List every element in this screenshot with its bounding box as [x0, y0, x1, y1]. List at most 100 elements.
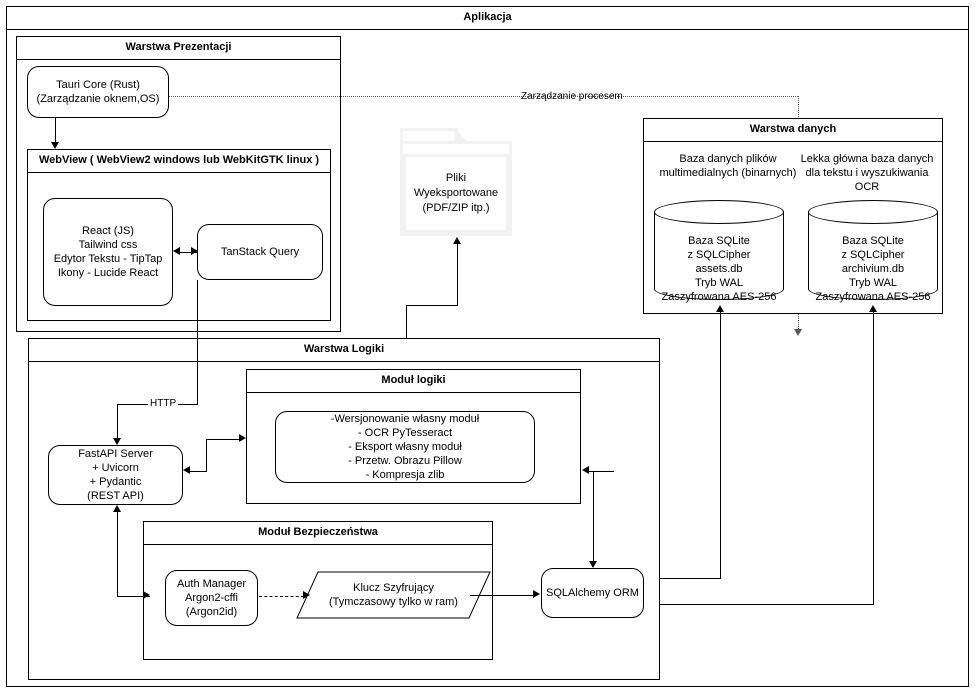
edge-react-tanstack-arrow-left: [173, 247, 180, 255]
edge-process-management-arrow: [794, 329, 802, 336]
node-tauri-core-line1: Tauri Core (Rust): [56, 79, 140, 91]
node-logic-l3: - Eksport własny moduł: [348, 441, 462, 453]
db-archive-l3: archivium.db: [841, 263, 905, 275]
edge-module-orm-arrow-left: [582, 466, 589, 474]
node-klucz-l1: Klucz Szyfrujący: [353, 582, 434, 594]
edge-fastapi-module-h-bot: [190, 471, 207, 472]
node-tanstack-query-label: TanStack Query: [220, 246, 300, 258]
node-logic-l4: - Przetw. Obrazu Pillow: [348, 455, 462, 467]
container-warstwa-prezentacji-title: Warstwa Prezentacji: [17, 37, 340, 60]
node-tauri-core[interactable]: Tauri Core (Rust) (Zarządzanie oknem,OS): [27, 66, 169, 118]
node-sqlalchemy-orm-label: SQLAlchemy ORM: [546, 587, 639, 599]
edge-security-to-fastapi-arrow: [113, 505, 121, 512]
container-warstwa-danych-title: Warstwa danych: [644, 119, 942, 142]
container-modul-logiki-title: Moduł logiki: [247, 370, 580, 393]
edge-orm-to-archive-arrow: [869, 305, 877, 312]
edge-orm-to-assets-v: [720, 312, 721, 578]
db-assets-l3: assets.db: [695, 263, 743, 275]
db-archive-l5: Zaszyfrowana AES-256: [815, 291, 931, 303]
db-archive-l2: z SQLCipher: [841, 249, 905, 261]
node-auth-l1: Auth Manager: [176, 578, 247, 590]
node-pliki-line1: Pliki: [445, 172, 467, 184]
edge-react-tanstack-arrow-right: [191, 247, 198, 255]
caption-db-assets-line1: Baza danych plików: [679, 153, 777, 165]
node-logic-l1: -Wersjonowanie własny moduł: [330, 413, 480, 425]
db-assets-l2: z SQLCipher: [687, 249, 751, 261]
node-tauri-core-line2: (Zarządzanie oknem,OS): [36, 93, 160, 105]
node-pliki-line3: (PDF/ZIP itp.): [422, 202, 490, 214]
db-archive-l1: Baza SQLite: [842, 235, 904, 247]
node-fastapi-l3: + Pydantic: [89, 476, 142, 488]
edge-label-http: HTTP: [148, 398, 179, 409]
cylinder-top-icon: [654, 200, 784, 224]
caption-db-assets: Baza danych plików multimedialnych (bina…: [653, 152, 803, 180]
cylinder-top-icon: [808, 200, 938, 224]
edge-auth-to-key-line: [259, 596, 304, 597]
container-webview-title: WebView ( WebView2 windows lub WebKitGTK…: [28, 150, 330, 173]
edge-security-to-fastapi-v: [117, 512, 118, 596]
node-fastapi-server[interactable]: FastAPI Server + Uvicorn + Pydantic (RES…: [48, 445, 183, 505]
edge-module-orm-arrow-down: [589, 561, 597, 568]
node-auth-l3: (Argon2id): [185, 606, 238, 618]
edge-export-seg-v2: [457, 244, 458, 306]
edge-http-seg-v1: [197, 280, 198, 404]
edge-orm-to-archive-h: [644, 604, 874, 605]
node-react-line4: Ikony - Lucide React: [57, 267, 159, 279]
edge-to-security-arrow: [143, 591, 150, 599]
node-logic-l5: - Kompresja zlib: [365, 469, 445, 481]
edge-key-to-orm-line: [470, 595, 534, 596]
edge-key-to-orm-arrow: [533, 590, 540, 598]
edge-fastapi-module-v: [206, 439, 207, 471]
edge-fastapi-module-arrow-left: [183, 466, 190, 474]
edge-orm-to-assets-arrow: [716, 305, 724, 312]
edge-label-process-management: Zarządzanie procesem: [521, 91, 623, 102]
edge-module-orm-h: [589, 471, 614, 472]
parallelogram-shape-icon: [296, 571, 491, 619]
caption-db-assets-line2: multimedialnych (binarnych): [659, 167, 797, 179]
edge-tauri-to-webview-line: [55, 118, 56, 142]
db-assets-l4: Tryb WAL: [694, 277, 744, 289]
edge-http-arrow: [113, 438, 121, 445]
node-klucz-szyfrujacy[interactable]: Klucz Szyfrujący (Tymczasowy tylko w ram…: [296, 571, 491, 619]
edge-orm-to-archive-v: [873, 312, 874, 604]
node-database-assets[interactable]: Baza SQLite z SQLCipher assets.db Tryb W…: [654, 200, 784, 303]
edge-module-orm-v: [593, 471, 594, 561]
caption-db-archive-line1: Lekka główna baza danych: [800, 153, 934, 165]
node-logic-l2: - OCR PyTesseract: [357, 427, 453, 439]
edge-export-seg-v1: [406, 305, 407, 343]
edge-security-to-fastapi-h: [117, 596, 150, 597]
edge-fastapi-module-arrow-right: [239, 434, 246, 442]
node-database-archive-text: Baza SQLite z SQLCipher archivium.db Try…: [808, 234, 938, 304]
node-pliki-line2: Wyeksportowane: [413, 187, 499, 199]
db-assets-l5: Zaszyfrowana AES-256: [661, 291, 777, 303]
edge-orm-to-assets-h: [644, 578, 721, 579]
node-fastapi-l1: FastAPI Server: [78, 448, 153, 460]
node-react-line1: React (JS): [82, 225, 134, 237]
node-database-assets-text: Baza SQLite z SQLCipher assets.db Tryb W…: [654, 234, 784, 304]
edge-process-management-h: [169, 96, 798, 97]
db-archive-l4: Tryb WAL: [848, 277, 898, 289]
edge-auth-to-key-arrow: [303, 591, 310, 599]
node-auth-l2: Argon2-cffi: [185, 592, 238, 604]
node-klucz-l2: (Tymczasowy tylko w ram): [329, 596, 458, 608]
node-auth-manager[interactable]: Auth Manager Argon2-cffi (Argon2id): [165, 570, 258, 626]
container-aplikacja-title: Aplikacja: [7, 7, 968, 30]
edge-react-tanstack-line: [180, 252, 198, 253]
node-database-archive[interactable]: Baza SQLite z SQLCipher archivium.db Try…: [808, 200, 938, 303]
edge-export-seg-h: [406, 305, 458, 306]
node-sqlalchemy-orm[interactable]: SQLAlchemy ORM: [541, 568, 644, 618]
node-react-frontend[interactable]: React (JS) Tailwind css Edytor Tekstu - …: [43, 198, 173, 306]
container-warstwa-logiki-title: Warstwa Logiki: [29, 339, 659, 362]
edge-fastapi-module-h-top: [206, 439, 239, 440]
caption-db-archive-line2: dla tekstu i wyszukiwania: [805, 167, 929, 179]
edge-http-seg-v2: [117, 404, 118, 438]
node-tanstack-query[interactable]: TanStack Query: [197, 224, 323, 280]
db-assets-l1: Baza SQLite: [688, 235, 750, 247]
caption-db-archive-line3: OCR: [854, 181, 880, 193]
container-modul-bezpieczenstwa-title: Moduł Bezpieczeństwa: [144, 522, 492, 545]
cylinder-body-icon: [808, 211, 938, 300]
node-pliki-wyeksportowane[interactable]: Pliki Wyeksportowane (PDF/ZIP itp.): [400, 128, 512, 236]
node-logic-features[interactable]: -Wersjonowanie własny moduł - OCR PyTess…: [275, 411, 535, 483]
edge-export-arrow: [453, 237, 461, 244]
